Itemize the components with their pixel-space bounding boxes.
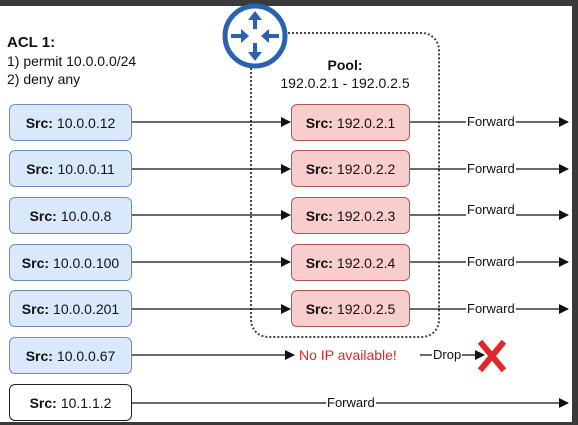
src-prefix: Src: <box>305 114 333 131</box>
action-label-7: Forward <box>326 395 376 410</box>
nat-ip: 192.0.2.5 <box>336 300 396 317</box>
src-ip: 10.0.0.67 <box>56 347 116 364</box>
src-box-1: Src:10.0.0.12 <box>9 104 132 141</box>
no-ip-message: No IP available! <box>299 347 397 363</box>
src-box-4: Src:10.0.0.100 <box>9 244 132 281</box>
router-icon <box>222 3 288 69</box>
nat-box-5: Src:192.0.2.5 <box>291 290 410 327</box>
src-box-7: Src:10.1.1.2 <box>9 384 132 421</box>
src-box-5: Src:10.0.0.201 <box>9 290 132 327</box>
action-label-6: Drop <box>432 347 463 362</box>
src-ip: 10.0.0.11 <box>57 160 115 177</box>
src-prefix: Src: <box>305 300 333 317</box>
pool-title: Pool: <box>327 57 363 73</box>
nat-ip: 192.0.2.3 <box>336 207 396 224</box>
src-prefix: Src: <box>305 207 333 224</box>
src-prefix: Src: <box>305 160 333 177</box>
src-prefix: Src: <box>21 300 50 317</box>
nat-ip: 192.0.2.4 <box>336 254 396 271</box>
nat-box-3: Src:192.0.2.3 <box>291 197 410 234</box>
src-prefix: Src: <box>25 114 53 131</box>
action-label-2: Forward <box>466 161 516 176</box>
src-prefix: Src: <box>305 254 333 271</box>
nat-box-2: Src:192.0.2.2 <box>291 150 410 187</box>
nat-box-1: Src:192.0.2.1 <box>291 104 410 141</box>
action-label-3: Forward <box>466 202 516 217</box>
src-ip: 10.0.0.100 <box>53 254 120 271</box>
src-prefix: Src: <box>29 394 57 411</box>
pool-label: Pool: 192.0.2.1 - 192.0.2.5 <box>250 56 440 92</box>
action-label-4: Forward <box>466 254 516 269</box>
src-prefix: Src: <box>25 347 53 364</box>
acl-block: ACL 1: 1) permit 10.0.0.0/24 2) deny any <box>7 34 136 88</box>
src-ip: 10.1.1.2 <box>60 394 112 411</box>
nat-ip: 192.0.2.1 <box>336 114 396 131</box>
src-prefix: Src: <box>29 207 57 224</box>
action-label-5: Forward <box>466 301 516 316</box>
pool-container <box>250 32 440 338</box>
src-ip: 10.0.0.12 <box>56 114 116 131</box>
pool-range: 192.0.2.1 - 192.0.2.5 <box>280 75 410 91</box>
x-mark-icon <box>477 339 507 373</box>
frame-border-bottom <box>0 422 578 425</box>
action-label-1: Forward <box>466 114 516 129</box>
src-prefix: Src: <box>21 254 50 271</box>
nat-ip: 192.0.2.2 <box>336 160 396 177</box>
src-ip: 10.0.0.201 <box>53 300 120 317</box>
src-prefix: Src: <box>26 160 54 177</box>
acl-rule-2: 2) deny any <box>7 71 81 87</box>
src-box-6: Src:10.0.0.67 <box>9 337 132 374</box>
nat-box-4: Src:192.0.2.4 <box>291 244 410 281</box>
src-box-2: Src:10.0.0.11 <box>9 150 132 187</box>
acl-title: ACL 1: <box>7 34 56 51</box>
acl-rule-1: 1) permit 10.0.0.0/24 <box>7 53 137 69</box>
frame-border-top <box>0 0 578 6</box>
frame-border-right <box>572 0 578 425</box>
src-box-3: Src:10.0.0.8 <box>9 197 132 234</box>
src-ip: 10.0.0.8 <box>60 207 112 224</box>
